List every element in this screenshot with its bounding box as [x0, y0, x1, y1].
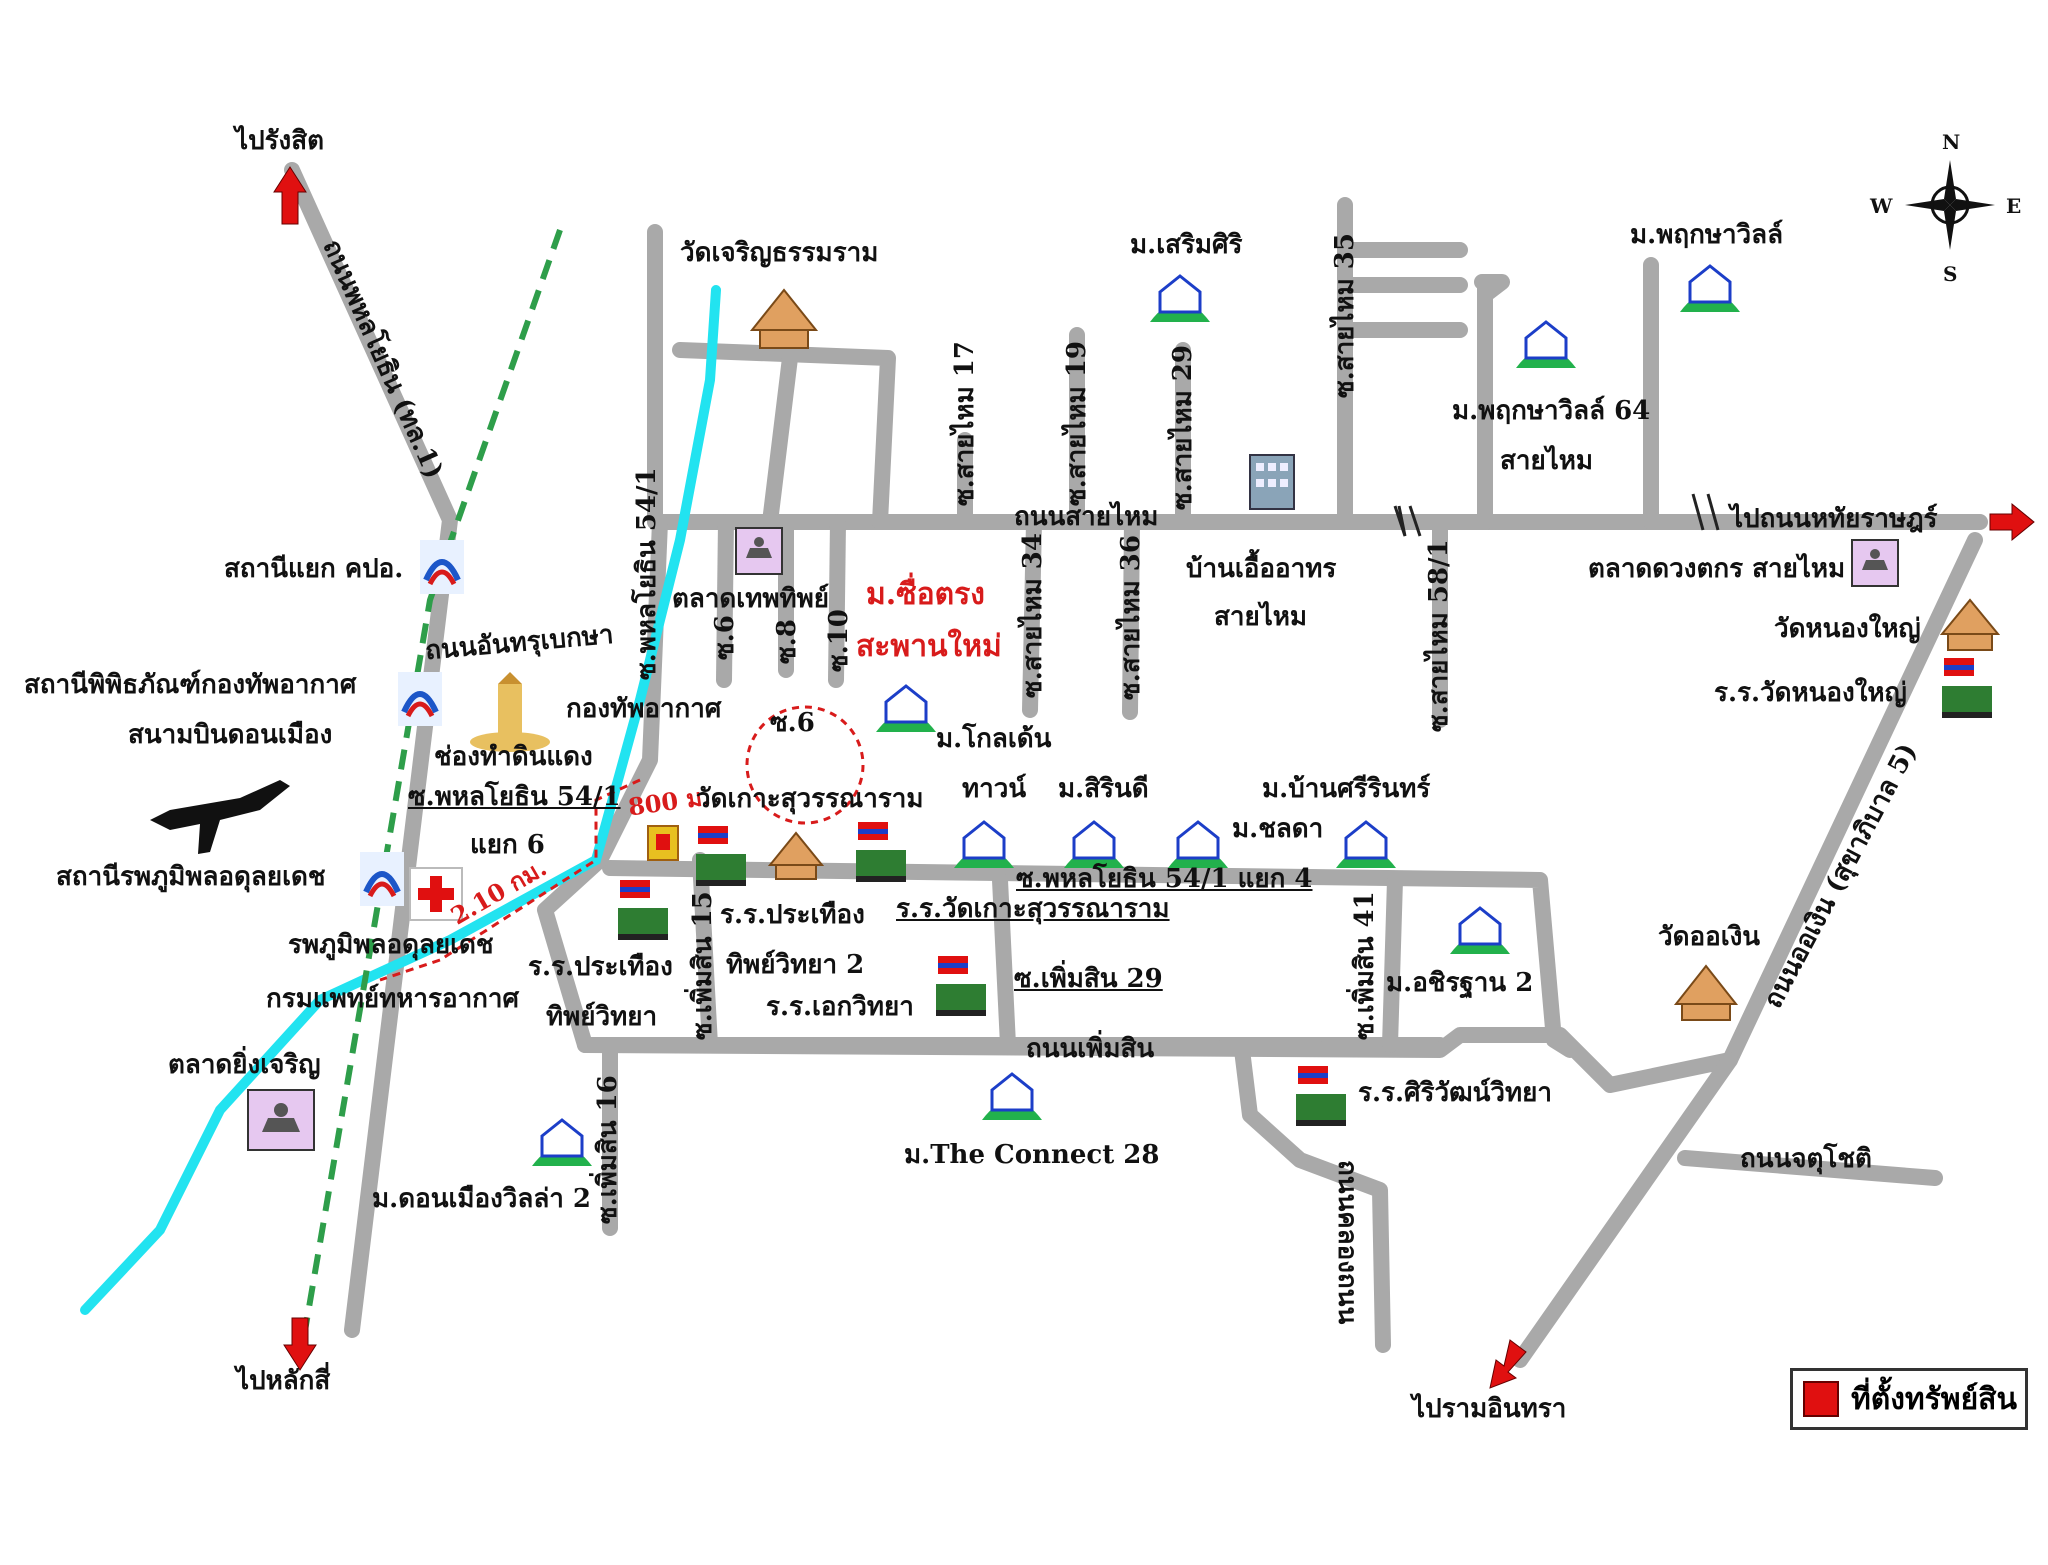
label-to-laksi: ไปหลักสี่	[236, 1366, 331, 1396]
label-wat-charoen: วัดเจริญธรรมราม	[680, 238, 879, 268]
label-station-kp: สถานีแยก คปอ.	[224, 554, 404, 584]
label-m-ban-siri: ม.บ้านศรีรินทร์	[1262, 774, 1431, 804]
label-m-chalada: ม.ชลดา	[1232, 814, 1324, 844]
road-break-marks	[1393, 493, 1720, 537]
label-talad-ying-charoen: ตลาดยิ่งเจริญ	[168, 1050, 321, 1080]
direction-arrows	[273, 166, 2035, 1389]
station-icons	[360, 540, 464, 906]
label-wat-o-ngoen: วัดออเงิน	[1658, 922, 1761, 952]
phahon-54-1-road	[592, 514, 668, 868]
legend-label: ที่ตั้งทรัพย์สิน	[1851, 1381, 2017, 1417]
label-sai-mai-34: ซ.สายไหม 34	[1018, 533, 1048, 698]
label-hospital-2: กรมแพทย์ทหารอากาศ	[266, 984, 520, 1014]
legend-swatch-icon	[1803, 1381, 1839, 1417]
label-m-sirin: ม.สิรินดี	[1058, 774, 1149, 804]
label-soi-phermsin-41: ซ.เพิ่มสิน 41	[1350, 891, 1380, 1040]
market-icons	[247, 527, 1899, 1151]
label-sai-mai-36: ซ.สายไหม 36	[1116, 535, 1146, 700]
phahon-yothin-road	[284, 162, 458, 1338]
label-wat-nong-yai: วัดหนองใหญ่	[1774, 614, 1921, 644]
label-school-ek: ร.ร.เอกวิทยา	[766, 992, 914, 1022]
school-icons	[618, 658, 1992, 1126]
label-wat-ko: วัดเกาะสุวรรณาราม	[696, 784, 924, 814]
label-school-wat-ko: ร.ร.วัดเกาะสุวรรณาราม	[896, 894, 1170, 924]
label-m-golden: ม.โกลเด้น	[936, 724, 1052, 754]
label-sai-mai-17: ซ.สายไหม 17	[950, 341, 980, 506]
rail-line	[297, 229, 563, 1361]
label-air-force: กองทัพอากาศ	[566, 694, 722, 724]
label-sai-mai-58: ซ.สายไหม 58/1	[1424, 539, 1454, 732]
label-soi8: ซ.8	[772, 619, 802, 664]
label-sai-mai-35: ซ.สายไหม 35	[1330, 233, 1360, 398]
compass-icon	[1905, 160, 1995, 250]
building-icon	[1249, 454, 1295, 510]
label-m-connect: ม.The Connect 28	[904, 1140, 1160, 1170]
label-soi-phermsin-15: ซ.เพิ่มสิน 15	[688, 891, 718, 1040]
label-m-phruksa64-1: ม.พฤกษาวิลล์ 64	[1452, 396, 1651, 426]
airplane-icon	[150, 780, 290, 854]
hospital-icon	[409, 867, 463, 921]
distance-route	[439, 778, 641, 962]
monument-icon	[470, 672, 550, 752]
village-icons	[532, 264, 1740, 1166]
compass-east-label: E	[2006, 194, 2022, 218]
compass-west-label: W	[1870, 194, 1893, 218]
compass-north-label: N	[1942, 130, 1961, 154]
label-school-prathueang-1: ร.ร.ประเทือง	[720, 900, 865, 930]
label-to-hathairat: ไปถนนหทัยราษฎร์	[1730, 504, 1938, 534]
label-talad-thep: ตลาดเทพทิพย์	[672, 584, 829, 614]
label-station-museum: สถานีพิพิธภัณฑ์กองทัพอากาศ	[24, 670, 357, 700]
label-school-nong-yai: ร.ร.วัดหนองใหญ่	[1714, 678, 1907, 708]
canal	[80, 285, 721, 1315]
label-m-soem-siri: ม.เสริมศิริ	[1130, 230, 1243, 260]
label-m-suetrong-2: สะพานใหม่	[856, 629, 1002, 664]
label-soi-phermsin-29: ซ.เพิ่มสิน 29	[1014, 964, 1163, 994]
label-soi6-a: ซ.6	[710, 615, 740, 660]
label-sai-mai-road: ถนนสายไหม	[1014, 502, 1159, 532]
label-talad-duang: ตลาดดวงตกร สายไหม	[1588, 554, 1846, 584]
label-town: ทาวน์	[962, 774, 1027, 804]
label-yaek6: แยก 6	[470, 830, 545, 860]
label-phermsin-road: ถนนเพิ่มสิน	[1026, 1034, 1155, 1064]
label-m-don-mueang: ม.ดอนเมืองวิลล่า 2	[372, 1184, 592, 1214]
label-chong-din-daeng: ช่องทำดินแดง	[434, 742, 593, 772]
label-school-siri: ร.ร.ศิริวัฒน์วิทยา	[1358, 1078, 1552, 1108]
label-phahon-54-1-vert: ซ.พหลโยธิน 54/1	[632, 467, 662, 680]
label-baan-uea-1: บ้านเอื้ออาทร	[1186, 554, 1337, 584]
label-m-suetrong-1: ม.ซื่อตรง	[866, 577, 985, 612]
label-hospital-1: รพภูมิพลอดุลยเดช	[288, 930, 494, 960]
label-station-museum-2: สนามบินดอนเมือง	[128, 720, 333, 750]
label-kanchanaphisek: ถนนคลองถนน	[1332, 1160, 1362, 1325]
label-to-ram-inthra: ไปรามอินทรา	[1412, 1394, 1567, 1424]
label-soi-phermsin-16: ซ.เพิ่มสิน 16	[593, 1075, 623, 1224]
label-m-phruksa: ม.พฤกษาวิลล์	[1630, 220, 1784, 250]
label-school-prathueang-2: ทิพย์วิทยา 2	[726, 950, 865, 980]
label-baan-uea-2: สายไหม	[1214, 602, 1308, 632]
property-radius	[745, 705, 865, 825]
label-school-prathueang-b2: ทิพย์วิทยา	[546, 1002, 658, 1032]
compass-south-label: S	[1943, 262, 1958, 286]
label-phahon-541: ซ.พหลโยธิน 54/1	[408, 782, 621, 812]
label-chatuchot-road: ถนนจตุโชติ	[1740, 1144, 1872, 1174]
label-to-rangsit: ไปรังสิต	[235, 126, 324, 156]
label-soi10: ซ.10	[824, 609, 854, 672]
road-network	[284, 162, 1988, 1368]
label-m-atchara: ม.อชิรฐาน 2	[1386, 968, 1534, 998]
label-sai-mai-29: ซ.สายไหม 29	[1168, 345, 1198, 510]
label-soi-phahon-54-1-4: ซ.พหลโยธิน 54/1 แยก 4	[1016, 864, 1313, 894]
label-m-phruksa64-2: สายไหม	[1500, 446, 1594, 476]
label-station-bhumibol: สถานีรพภูมิพลอดุลยเดช	[56, 862, 326, 892]
label-school-prathueang-b1: ร.ร.ประเทือง	[528, 952, 673, 982]
temple-icons	[749, 288, 2001, 1021]
property-marker-icon	[647, 825, 679, 861]
label-sai-mai-19: ซ.สายไหม 19	[1062, 341, 1092, 506]
map-legend: ที่ตั้งทรัพย์สิน	[1790, 1368, 2028, 1430]
label-soi6-b: ซ.6	[770, 708, 815, 738]
